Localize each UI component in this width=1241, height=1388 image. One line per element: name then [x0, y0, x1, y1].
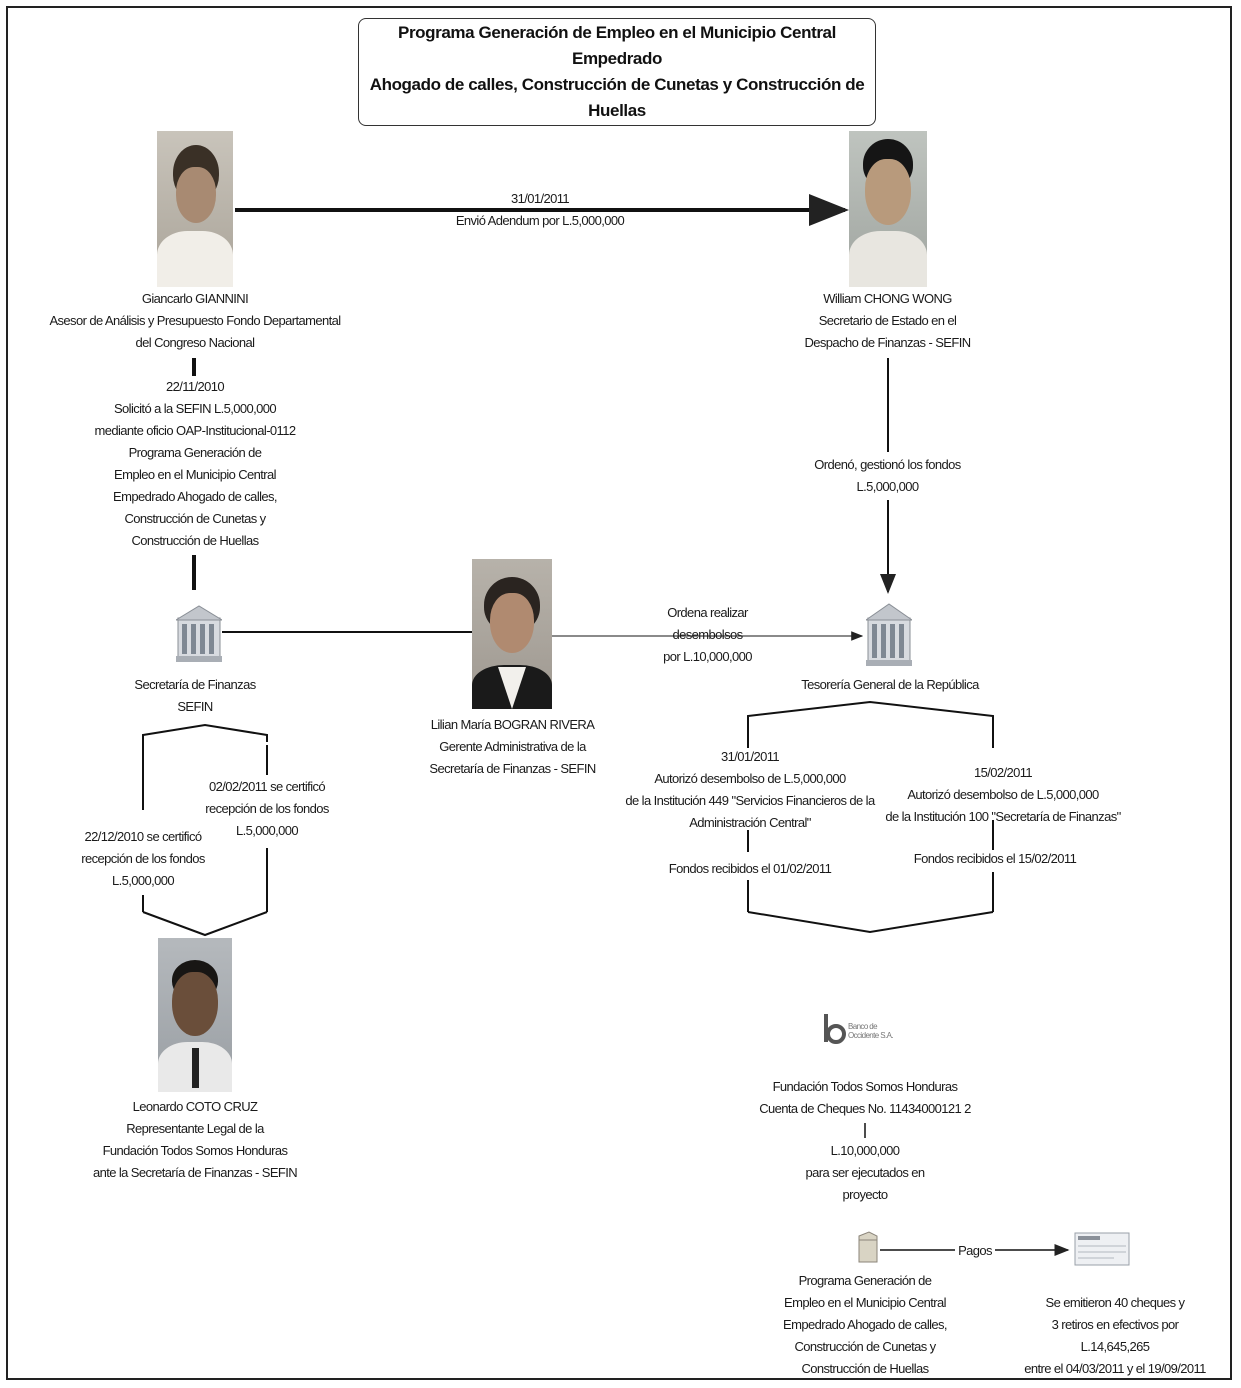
executed-label: L.10,000,000 para ser ejecutados en proy… — [780, 1140, 950, 1206]
tesoreria-label: Tesorería General de la República — [801, 677, 979, 692]
auth2-label: 15/02/2011 Autorizó desembolso de L.5,00… — [868, 762, 1138, 828]
cert-right-line: L.5,000,000 — [235, 823, 299, 838]
loop-tesoreria — [747, 700, 994, 748]
cheques-label: Se emitieron 40 cheques y 3 retiros en e… — [1005, 1292, 1225, 1380]
request-label: 22/11/2010 Solicitó a la SEFIN L.5,000,0… — [70, 376, 320, 552]
coto-line: Leonardo COTO CRUZ — [132, 1099, 258, 1114]
sefin-building-icon — [176, 605, 222, 662]
disburse-line: desembolsos — [672, 627, 744, 642]
disburse-line: Ordena realizar — [667, 605, 748, 620]
program-bottom-label: Programa Generación de Empleo en el Muni… — [765, 1270, 965, 1380]
coto-line: Fundación Todos Somos Honduras — [102, 1143, 288, 1158]
sefin-line: Secretaría de Finanzas — [134, 677, 256, 692]
program-bottom-line: Programa Generación de — [798, 1273, 932, 1288]
giannini-label: Giancarlo GIANNINI Asesor de Análisis y … — [40, 288, 350, 354]
cheques-line: entre el 04/03/2011 y el 19/09/2011 — [1024, 1361, 1206, 1376]
bank-logo-icon — [824, 1014, 846, 1044]
bogran-line: Lilian María BOGRAN RIVERA — [430, 717, 595, 732]
request-line: mediante oficio OAP-Institucional-0112 — [94, 423, 297, 438]
chong-role-2: Despacho de Finanzas - SEFIN — [804, 335, 971, 350]
program-bottom-line: Construcción de Huellas — [801, 1361, 929, 1376]
chong-role-1: Secretario de Estado en el — [818, 313, 957, 328]
chong-label: William CHONG WONG Secretario de Estado … — [745, 288, 1030, 354]
auth2-line: Autorizó desembolso de L.5,000,000 — [907, 787, 1099, 802]
auth2-line: de la Institución 100 "Secretaría de Fin… — [885, 809, 1121, 824]
request-line: Empleo en el Municipio Central — [114, 467, 277, 482]
bogran-line: Secretaría de Finanzas - SEFIN — [429, 761, 596, 776]
coto-photo — [158, 938, 232, 1092]
bank-name-line-2: Occidente S.A. — [848, 1031, 894, 1040]
program-bottom-line: Empedrado Ahogado de calles, — [783, 1317, 947, 1332]
cheques-line: 3 retiros en efectivos por — [1051, 1317, 1179, 1332]
program-bottom-line: Empleo en el Municipio Central — [784, 1295, 947, 1310]
cert-right-line: 02/02/2011 se certificó — [208, 779, 326, 794]
disburse-label: Ordena realizar desembolsos por L.10,000… — [630, 602, 785, 668]
cert-left-line: L.5,000,000 — [111, 873, 175, 888]
request-line: 22/11/2010 — [165, 379, 225, 394]
giannini-name: Giancarlo GIANNINI — [141, 291, 249, 306]
disburse-line: por L.10,000,000 — [663, 649, 752, 664]
chong-photo — [849, 131, 927, 287]
bogran-label: Lilian María BOGRAN RIVERA Gerente Admin… — [405, 714, 620, 780]
auth1-line: 31/01/2011 — [720, 749, 780, 764]
executed-line: L.10,000,000 — [830, 1143, 900, 1158]
adendum-text: Envió Adendum por L.5,000,000 — [455, 213, 625, 228]
fundacion-line: Cuenta de Cheques No. 11434000121 2 — [759, 1101, 971, 1116]
cert-left-line: 22/12/2010 se certificó — [84, 829, 202, 844]
cert-right-label: 02/02/2011 se certificó recepción de los… — [192, 776, 342, 842]
title-line-1: Programa Generación de Empleo en el Muni… — [398, 23, 836, 68]
sefin-line: SEFIN — [177, 699, 213, 714]
auth1-line: Autorizó desembolso de L.5,000,000 — [654, 771, 846, 786]
executed-line: para ser ejecutados en — [805, 1165, 925, 1180]
auth1-line: de la Institución 449 "Servicios Financi… — [625, 793, 875, 808]
giannini-role-2: del Congreso Nacional — [135, 335, 256, 350]
fundacion-label: Fundación Todos Somos Honduras Cuenta de… — [745, 1076, 985, 1120]
cheques-line: Se emitieron 40 cheques y — [1045, 1295, 1186, 1310]
project-folder-icon — [858, 1231, 878, 1263]
request-line: Construcción de Huellas — [131, 533, 259, 548]
auth2-line: 15/02/2011 — [973, 765, 1033, 780]
title-box: Programa Generación de Empleo en el Muni… — [358, 18, 876, 126]
bank-logo: Banco de Occidente S.A. — [822, 1012, 922, 1048]
program-bottom-line: Construcción de Cunetas y — [794, 1339, 936, 1354]
tesoreria-building-icon — [866, 603, 912, 666]
chong-name: William CHONG WONG — [823, 291, 952, 306]
ordered-line: L.5,000,000 — [856, 479, 919, 494]
cert-left-label: 22/12/2010 se certificó recepción de los… — [68, 826, 218, 892]
bogran-line: Gerente Administrativa de la — [439, 739, 586, 754]
auth1-line: Administración Central" — [689, 815, 811, 830]
auth2-received: Fondos recibidos el 15/02/2011 — [913, 851, 1077, 866]
loop-sefin-coto — [142, 723, 268, 742]
request-line: Empedrado Ahogado de calles, — [113, 489, 277, 504]
cheques-line: L.14,645,265 — [1080, 1339, 1150, 1354]
coto-label: Leonardo COTO CRUZ Representante Legal d… — [70, 1096, 320, 1184]
giannini-photo — [157, 131, 233, 287]
bank-name-line-1: Banco de — [848, 1022, 878, 1031]
cert-left-line: recepción de los fondos — [81, 851, 205, 866]
diagram-frame — [6, 6, 1232, 1380]
ordered-label: Ordenó, gestionó los fondos L.5,000,000 — [780, 454, 995, 498]
request-line: Construcción de Cunetas y — [124, 511, 266, 526]
adendum-date: 31/01/2011 — [510, 191, 570, 206]
pagos-label: Pagos — [955, 1240, 995, 1262]
fundacion-line: Fundación Todos Somos Honduras — [772, 1079, 958, 1094]
bogran-photo — [472, 559, 552, 709]
coto-line: Representante Legal de la — [126, 1121, 264, 1136]
cert-right-line: recepción de los fondos — [205, 801, 329, 816]
giannini-role-1: Asesor de Análisis y Presupuesto Fondo D… — [49, 313, 341, 328]
sefin-label: Secretaría de Finanzas SEFIN — [110, 674, 280, 718]
ordered-line: Ordenó, gestionó los fondos — [814, 457, 961, 472]
auth1-received: Fondos recibidos el 01/02/2011 — [668, 861, 832, 876]
title-line-2: Ahogado de calles, Construcción de Cunet… — [369, 75, 865, 120]
request-line: Programa Generación de — [128, 445, 262, 460]
executed-line: proyecto — [842, 1187, 888, 1202]
request-line: Solicitó a la SEFIN L.5,000,000 — [113, 401, 277, 416]
coto-line: ante la Secretaría de Finanzas - SEFIN — [92, 1165, 298, 1180]
auth1-label: 31/01/2011 Autorizó desembolso de L.5,00… — [620, 746, 880, 834]
check-icon — [1074, 1232, 1130, 1266]
